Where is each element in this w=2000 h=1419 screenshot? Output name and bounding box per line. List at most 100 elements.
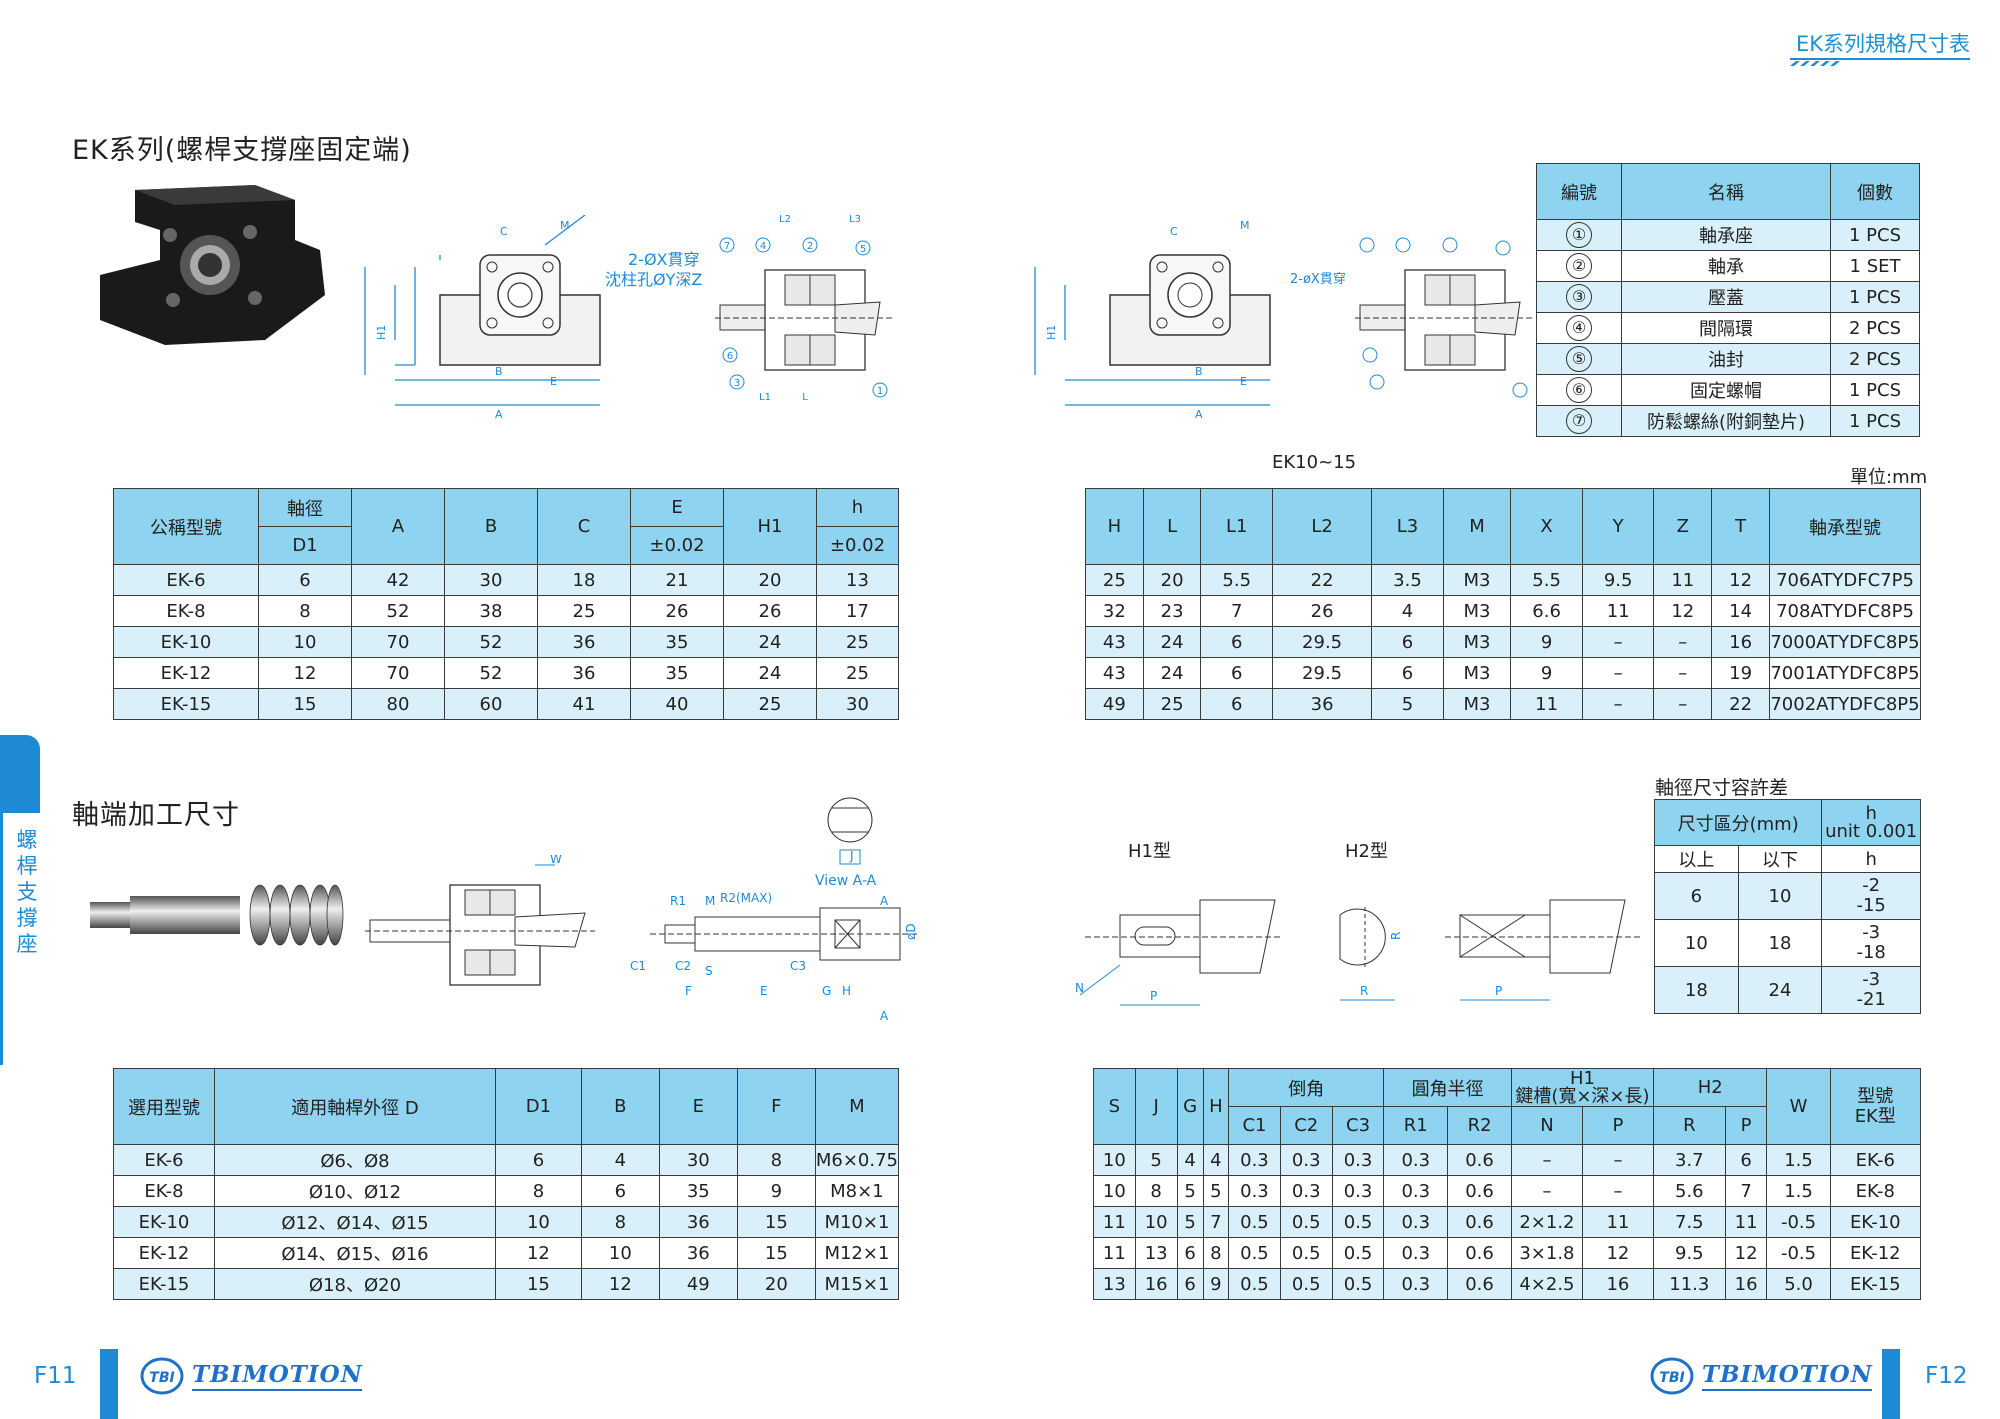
col-header: N (1510, 1106, 1583, 1145)
cell: 10 (1093, 1144, 1136, 1176)
cell: 0.3 (1383, 1175, 1449, 1207)
logo-underline (192, 1389, 362, 1391)
view-a-label: View A-A (815, 873, 877, 889)
col-header: T (1711, 488, 1770, 565)
cell: 43 (1085, 657, 1144, 689)
svg-text:A: A (495, 408, 503, 421)
cell: 36 (658, 1237, 738, 1269)
dimension-table-left: 公稱型號 軸徑 A B C E H1 h D1 ±0.02 ±0.02 EK-6… (113, 488, 899, 720)
cell: 25 (723, 688, 817, 720)
unit-label: unit 0.001 (1825, 820, 1918, 842)
cell: M3 (1442, 626, 1512, 658)
cell: 26 (1271, 595, 1373, 627)
cell: 16 (1724, 1268, 1768, 1300)
cell: 24 (1737, 966, 1823, 1014)
cell: 0.3 (1279, 1175, 1333, 1207)
footer-logo-left: TBI TBIMOTION (140, 1357, 380, 1397)
part-name: 固定螺帽 (1621, 374, 1831, 406)
cell: 30 (658, 1144, 738, 1176)
col-header: E (658, 1068, 738, 1145)
cell: – (1510, 1175, 1583, 1207)
svg-text:J: J (849, 849, 854, 863)
tol-upper: -2 (1862, 875, 1881, 896)
svg-text:C3: C3 (790, 959, 806, 973)
svg-text:M: M (560, 219, 570, 232)
cell: -3-18 (1821, 919, 1921, 967)
cell: 2×1.2 (1510, 1206, 1583, 1238)
cell: – (1510, 1144, 1583, 1176)
cell: 26 (723, 595, 817, 627)
side-char: 座 (16, 932, 38, 956)
cell: 6 (495, 1144, 582, 1176)
cell: 0.5 (1331, 1206, 1385, 1238)
front-view-drawing-ek10: CMBEAHH1 (1025, 219, 1271, 421)
cell: 0.6 (1447, 1144, 1512, 1176)
tolerance-title: 軸徑尺寸容許差 (1655, 777, 1789, 799)
cell: EK-10 (113, 626, 259, 658)
cell: 12 (1653, 595, 1713, 627)
cell: 22 (1271, 564, 1373, 596)
col-header: h (816, 488, 899, 527)
svg-text:L3: L3 (849, 214, 861, 225)
cell: EK-6 (1829, 1144, 1922, 1176)
col-header: D1 (258, 526, 352, 565)
cell: 11 (1581, 595, 1655, 627)
cell: 15 (495, 1268, 582, 1300)
cell: M8×1 (814, 1175, 900, 1207)
cell: 5.5 (1200, 564, 1273, 596)
part-no: ③ (1566, 284, 1592, 310)
cell: 0.3 (1228, 1144, 1281, 1176)
cell: 4 (1202, 1144, 1230, 1176)
cell: 11 (1093, 1237, 1136, 1269)
col-header: 名稱 (1621, 163, 1831, 220)
unit-label: 單位:mm (1850, 467, 1928, 488)
cell: 6 (1371, 657, 1444, 689)
part-qty: 2 PCS (1830, 343, 1920, 375)
cell: 17 (816, 595, 899, 627)
svg-text:C: C (500, 225, 508, 238)
cell: 30 (816, 688, 899, 720)
part-name: 軸承座 (1621, 219, 1831, 251)
cell: 0.3 (1228, 1175, 1281, 1207)
cell: Ø10、Ø12 (214, 1175, 496, 1207)
cell: – (1653, 657, 1713, 689)
cell: Ø12、Ø14、Ø15 (214, 1206, 496, 1238)
col-header: 圓角半徑 (1383, 1068, 1512, 1107)
col-header: X (1510, 488, 1583, 565)
cell: 10 (495, 1206, 582, 1238)
svg-text:G: G (822, 984, 831, 998)
svg-text:B: B (1195, 365, 1203, 378)
col-header: 公稱型號 (113, 488, 259, 565)
svg-text:A: A (880, 1009, 889, 1023)
col-header: C (537, 488, 631, 565)
svg-text:R: R (1389, 932, 1403, 940)
cell: 6 (1176, 1268, 1204, 1300)
cell: 5.6 (1652, 1175, 1726, 1207)
cell: 12 (495, 1237, 582, 1269)
cell: 5 (1202, 1175, 1230, 1207)
cell: 70 (351, 657, 445, 689)
cell: 7001ATYDFC8P5 (1769, 657, 1921, 689)
cell: 11 (1724, 1206, 1768, 1238)
tol-lower: -21 (1856, 989, 1886, 1010)
svg-text:4: 4 (760, 241, 766, 252)
side-tab-line (0, 813, 3, 1065)
cell: 5 (1134, 1144, 1178, 1176)
cell: 9.5 (1652, 1237, 1726, 1269)
col-header: 倒角 (1228, 1068, 1385, 1107)
col-header: H (1202, 1068, 1230, 1145)
